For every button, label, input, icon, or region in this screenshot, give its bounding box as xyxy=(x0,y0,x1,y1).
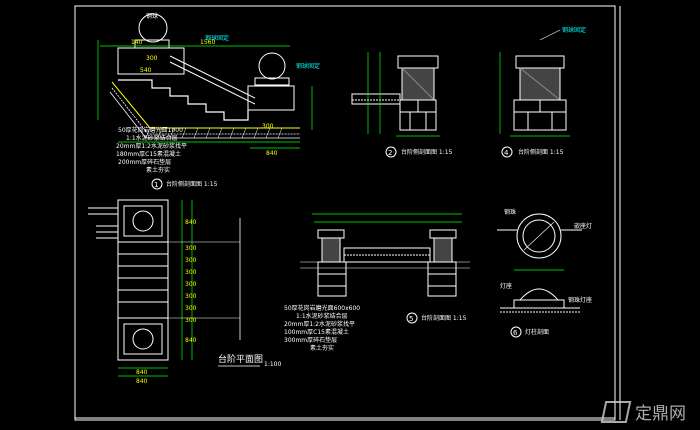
svg-text:100mm厚C15素混凝土: 100mm厚C15素混凝土 xyxy=(284,328,349,336)
svg-text:840: 840 xyxy=(136,378,148,385)
lamp-label-b: 嵌座灯 xyxy=(574,222,592,230)
svg-text:840: 840 xyxy=(185,219,197,226)
svg-text:50厚花岗岩磨光面600x600: 50厚花岗岩磨光面600x600 xyxy=(284,304,360,312)
dim-300b: 300 xyxy=(262,123,274,130)
wall-notes-mid: 50厚花岗岩磨光面600x600 1:1水泥砂浆结合层 20mm厚1:2水泥砂浆… xyxy=(284,304,360,352)
svg-text:4: 4 xyxy=(504,149,509,157)
r-label-1: 钢球固定 xyxy=(562,26,586,34)
watermark-text: 定鼎网 xyxy=(635,404,686,424)
wall-detail-3-title: 台阶侧剖面 1:15 xyxy=(518,148,564,156)
svg-text:1:1水泥砂浆结合层: 1:1水泥砂浆结合层 xyxy=(296,312,348,320)
watermark: 定鼎网 xyxy=(600,399,686,424)
svg-text:300: 300 xyxy=(185,293,197,300)
circle-1 xyxy=(151,178,163,190)
svg-text:300: 300 xyxy=(185,245,197,252)
svg-text:840: 840 xyxy=(185,337,197,344)
drawing-frame xyxy=(74,5,616,421)
svg-text:5: 5 xyxy=(409,315,413,323)
dim-1560: 1560 xyxy=(200,39,215,46)
lamp-label-c: 灯座 xyxy=(500,282,512,290)
lamp-label-d: 钢珠灯座 xyxy=(568,296,592,304)
svg-text:840: 840 xyxy=(136,369,148,376)
lamp-detail-6: 钢珠 嵌座灯 灯座 钢珠灯座 6 灯柱剖面 xyxy=(497,208,592,338)
svg-text:20mm厚1:2水泥砂浆找平: 20mm厚1:2水泥砂浆找平 xyxy=(116,142,187,150)
stair-plan: 840 300 300 300 300 300 300 300 840 840 … xyxy=(88,199,281,385)
wall-detail-3: 钢球固定 4 台阶侧剖面 1:15 xyxy=(499,26,586,158)
dim-140: 140 xyxy=(131,39,143,46)
wall-elevation-title: 台阶剖面图 1:15 xyxy=(421,314,467,322)
svg-text:素土夯实: 素土夯实 xyxy=(146,166,170,174)
svg-text:180mm厚C15素混凝土: 180mm厚C15素混凝土 xyxy=(116,150,181,158)
svg-text:300: 300 xyxy=(185,305,197,312)
wall-detail-2-title: 台阶侧剖面图 1:15 xyxy=(401,148,453,156)
svg-text:300: 300 xyxy=(185,269,197,276)
svg-text:300: 300 xyxy=(185,257,197,264)
svg-text:6: 6 xyxy=(513,329,518,337)
side-label-2: 钢球固定 xyxy=(205,34,229,42)
dim-300: 300 xyxy=(146,55,158,62)
svg-text:300: 300 xyxy=(185,281,197,288)
lamp-detail-title: 灯柱剖面 xyxy=(525,328,549,336)
svg-text:50厚花岗岩磨光面1000: 50厚花岗岩磨光面1000 xyxy=(118,126,183,134)
top-label: 钢球 xyxy=(146,12,158,20)
logo-icon xyxy=(600,400,632,423)
svg-text:300mm厚碎石垫层: 300mm厚碎石垫层 xyxy=(284,336,337,344)
svg-text:2: 2 xyxy=(388,149,392,157)
wall-elevation-5: 50厚花岗岩磨光面600x600 1:1水泥砂浆结合层 20mm厚1:2水泥砂浆… xyxy=(284,213,470,352)
svg-text:20mm厚1:2水泥砂浆找平: 20mm厚1:2水泥砂浆找平 xyxy=(284,320,355,328)
svg-text:素土夯实: 素土夯实 xyxy=(310,344,334,352)
plan-scale: 1:100 xyxy=(264,361,281,368)
svg-text:1: 1 xyxy=(154,181,158,189)
stair-section-title: 台阶侧剖面图 1:15 xyxy=(166,180,218,188)
wall-detail-2: 2 台阶侧剖面图 1:15 xyxy=(351,52,453,158)
svg-text:300: 300 xyxy=(185,317,197,324)
dim-540: 540 xyxy=(140,67,152,74)
side-label-1: 钢球固定 xyxy=(296,62,320,70)
svg-text:200mm厚碎石垫层: 200mm厚碎石垫层 xyxy=(118,158,171,166)
stair-section-detail: 钢球 钢球固定 钢球固定 140 300 540 1560 xyxy=(97,12,320,190)
svg-text:1:1水泥砂浆结合层: 1:1水泥砂浆结合层 xyxy=(126,134,178,142)
stair-notes: 50厚花岗岩磨光面1000 1:1水泥砂浆结合层 20mm厚1:2水泥砂浆找平 … xyxy=(116,126,187,174)
dim-840: 840 xyxy=(266,150,278,157)
lamp-label-a: 钢珠 xyxy=(504,208,516,216)
plan-title: 台阶平面图 xyxy=(218,353,263,365)
